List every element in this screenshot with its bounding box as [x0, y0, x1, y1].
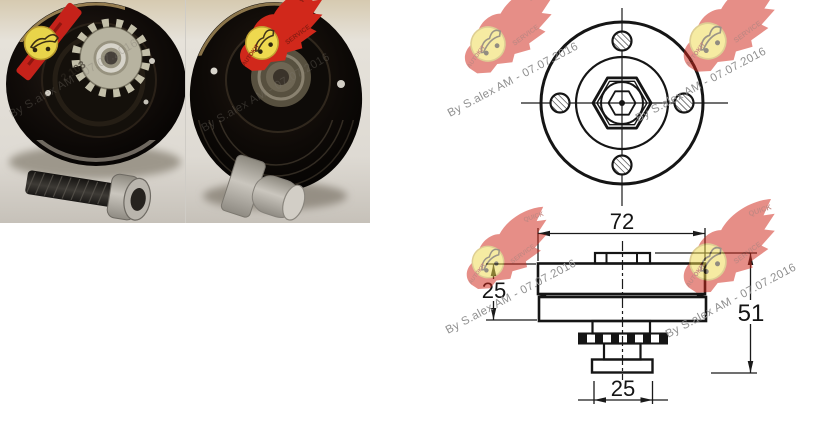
sprocket-gear — [71, 18, 151, 98]
hub-circle — [574, 55, 670, 151]
hex-bolt-head — [591, 76, 653, 130]
bearing-ring — [96, 43, 126, 73]
bolt-threads — [25, 171, 108, 205]
dimension-72: 72 — [537, 209, 706, 261]
center-bore — [273, 69, 289, 85]
rim-highlight — [36, 140, 156, 162]
center-bore — [104, 51, 118, 65]
dim-label-72: 72 — [610, 209, 634, 234]
dim-label-51: 51 — [738, 300, 765, 327]
rim-highlight — [190, 2, 315, 58]
dim-label-25-flange: 25 — [611, 376, 635, 401]
belt-groove-left — [537, 293, 547, 298]
dimension-25-flange: 25 — [578, 376, 668, 404]
spindle-boss — [220, 154, 306, 221]
vintage-car-icon — [29, 33, 59, 49]
rim-highlight — [19, 2, 125, 42]
rivet-dot — [143, 99, 149, 105]
center-point — [619, 100, 625, 106]
photo-rear-view: By S.alex AM - 07.07.2016 — [185, 0, 370, 223]
rivet-dot — [210, 67, 218, 75]
rivet-dot — [337, 80, 345, 88]
gear-teeth — [71, 18, 151, 98]
mounting-bolt — [25, 170, 152, 221]
bolt-hole-bottom — [611, 154, 633, 176]
watermark-stamp-top-left — [447, 0, 574, 84]
neck-section — [591, 319, 652, 335]
watermark-stamp-bottom-right — [665, 192, 799, 305]
belt-groove-right — [696, 293, 707, 298]
rivet-dot — [45, 90, 51, 96]
base-flange — [590, 358, 654, 374]
hex-socket — [130, 187, 146, 211]
bolt-hole-right — [673, 92, 695, 114]
outer-rim-circle — [539, 20, 705, 186]
drawing-front-view — [521, 8, 728, 206]
rivet-dot — [149, 58, 155, 64]
watermark-stamp-photo-front — [16, 2, 82, 81]
bolt-hole-top — [611, 30, 633, 52]
bolt-hole-left — [549, 92, 571, 114]
photo-front-view: 2.103 By S.alex AM - 07.07.2016 — [0, 0, 185, 223]
boss-end-face — [282, 184, 306, 221]
